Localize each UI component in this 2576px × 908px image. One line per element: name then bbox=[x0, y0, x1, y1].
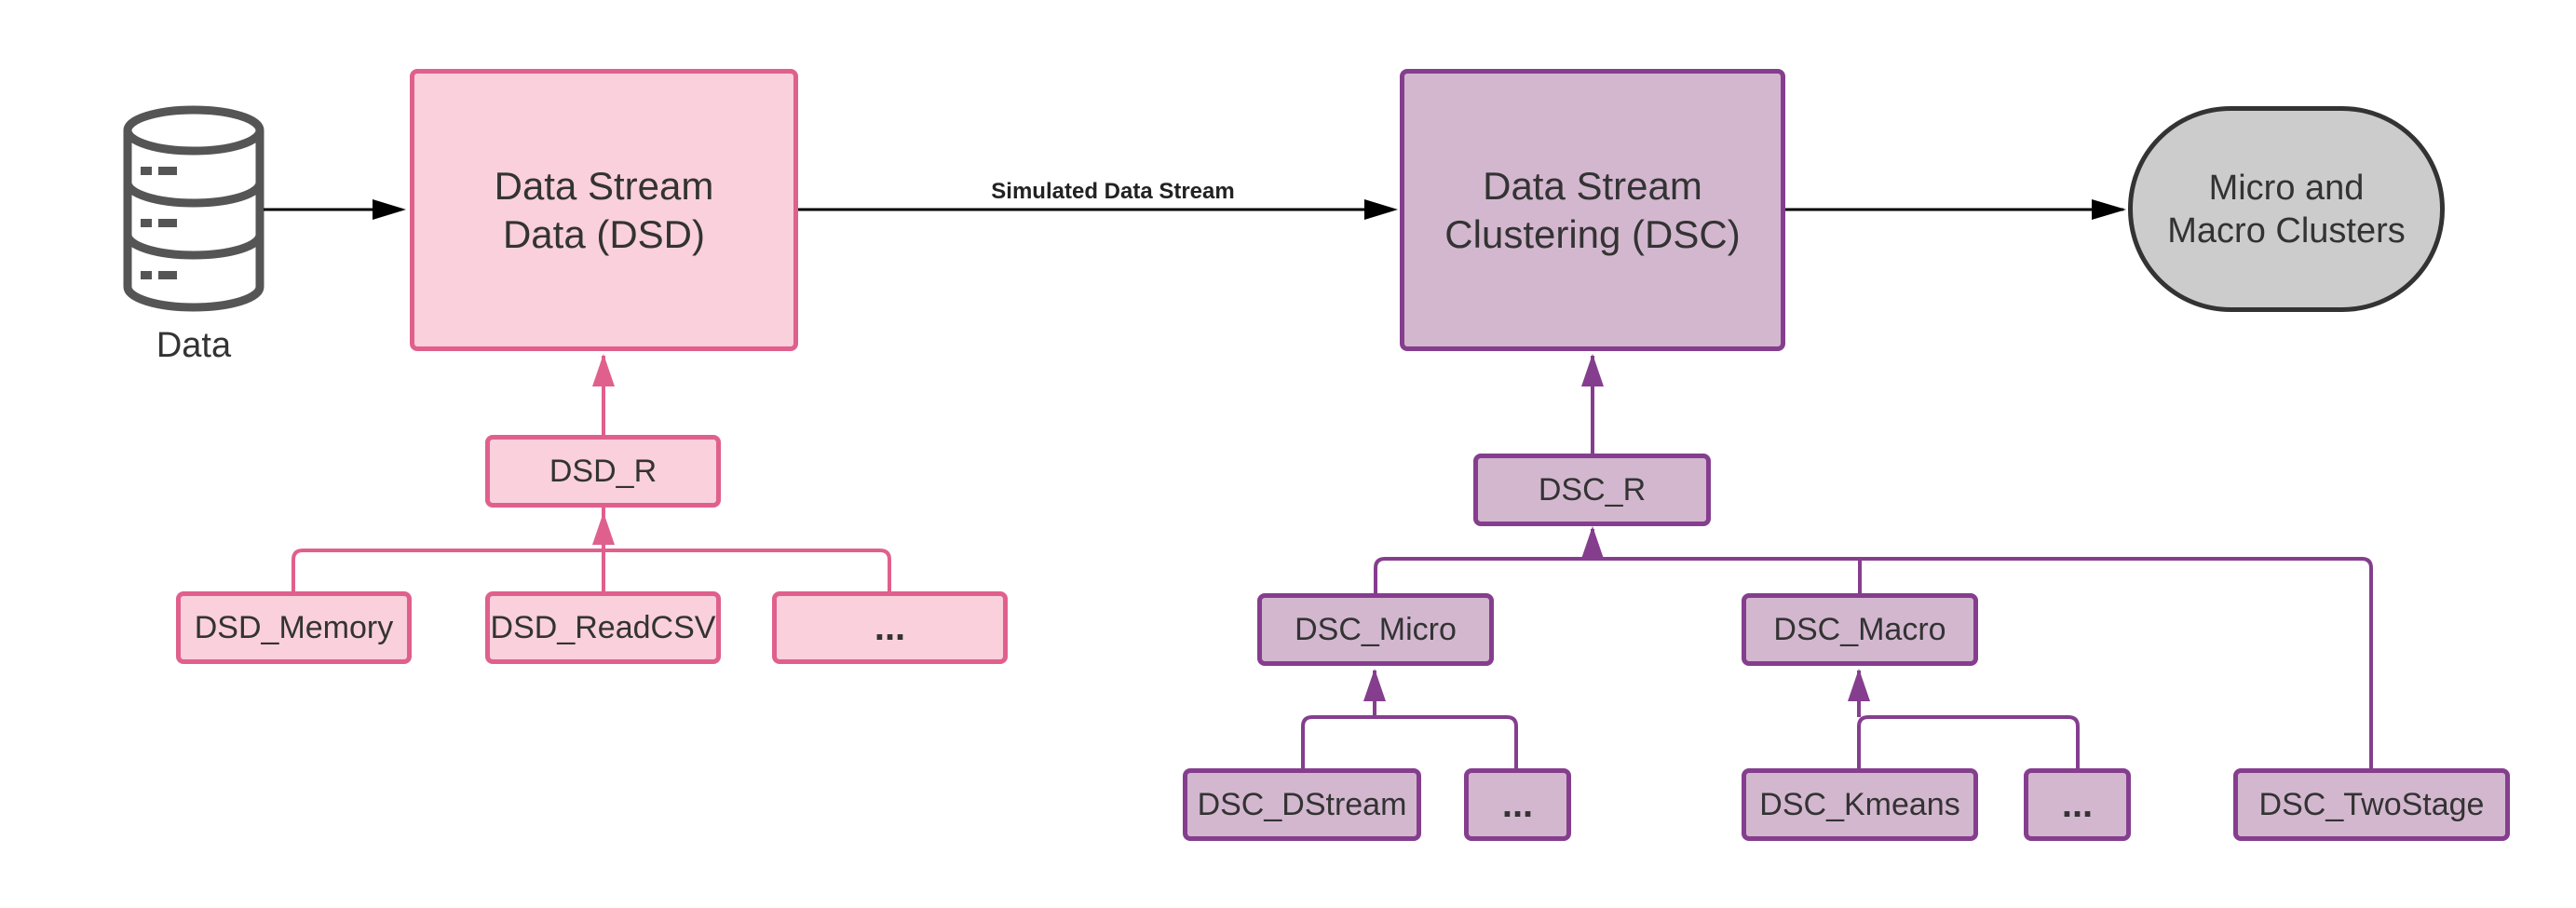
dsd-readcsv-box: DSD_ReadCSV bbox=[485, 591, 721, 664]
dsc-micro-more-box: ... bbox=[1464, 768, 1571, 841]
dsd-memory-label: DSD_Memory bbox=[194, 609, 394, 645]
edge-label-simulated-data-stream: Simulated Data Stream bbox=[991, 179, 1235, 204]
dsc-twostage-box: DSC_TwoStage bbox=[2233, 768, 2510, 841]
output-terminal: Micro and Macro Clusters bbox=[2128, 106, 2445, 312]
data-label: Data bbox=[156, 326, 232, 365]
dsc-macro-more-box: ... bbox=[2024, 768, 2131, 841]
dsc-kmeans-label: DSC_Kmeans bbox=[1759, 786, 1960, 822]
dsc-box: Data Stream Clustering (DSC) bbox=[1400, 69, 1785, 351]
database-icon bbox=[123, 105, 264, 312]
dsc-r-label: DSC_R bbox=[1538, 471, 1647, 508]
dsd-r-label: DSD_R bbox=[549, 453, 658, 489]
dsd-more-label: ... bbox=[874, 606, 906, 648]
dsc-dstream-label: DSC_DStream bbox=[1197, 786, 1407, 822]
output-terminal-label: Micro and Macro Clusters bbox=[2167, 168, 2406, 251]
dsc-macro-label: DSC_Macro bbox=[1773, 611, 1946, 647]
dsc-dstream-box: DSC_DStream bbox=[1183, 768, 1421, 841]
dsc-twostage-label: DSC_TwoStage bbox=[2258, 786, 2485, 822]
dsd-box-label: Data Stream Data (DSD) bbox=[494, 163, 714, 256]
dsc-macro-more-label: ... bbox=[2061, 783, 2094, 825]
dsc-box-label: Data Stream Clustering (DSC) bbox=[1444, 163, 1741, 256]
dsc-kmeans-box: DSC_Kmeans bbox=[1742, 768, 1978, 841]
dsd-memory-box: DSD_Memory bbox=[176, 591, 412, 664]
dsc-micro-label: DSC_Micro bbox=[1295, 611, 1457, 647]
dsc-macro-box: DSC_Macro bbox=[1742, 593, 1978, 666]
dsc-r-box: DSC_R bbox=[1473, 454, 1711, 526]
dsd-box: Data Stream Data (DSD) bbox=[410, 69, 798, 351]
dsc-hierarchy-connectors bbox=[1301, 356, 2373, 768]
dsd-more-box: ... bbox=[772, 591, 1008, 664]
dsd-readcsv-label: DSD_ReadCSV bbox=[490, 609, 716, 645]
dsc-micro-box: DSC_Micro bbox=[1257, 593, 1494, 666]
dsd-r-box: DSD_R bbox=[485, 435, 721, 508]
dsc-micro-more-label: ... bbox=[1501, 783, 1534, 825]
